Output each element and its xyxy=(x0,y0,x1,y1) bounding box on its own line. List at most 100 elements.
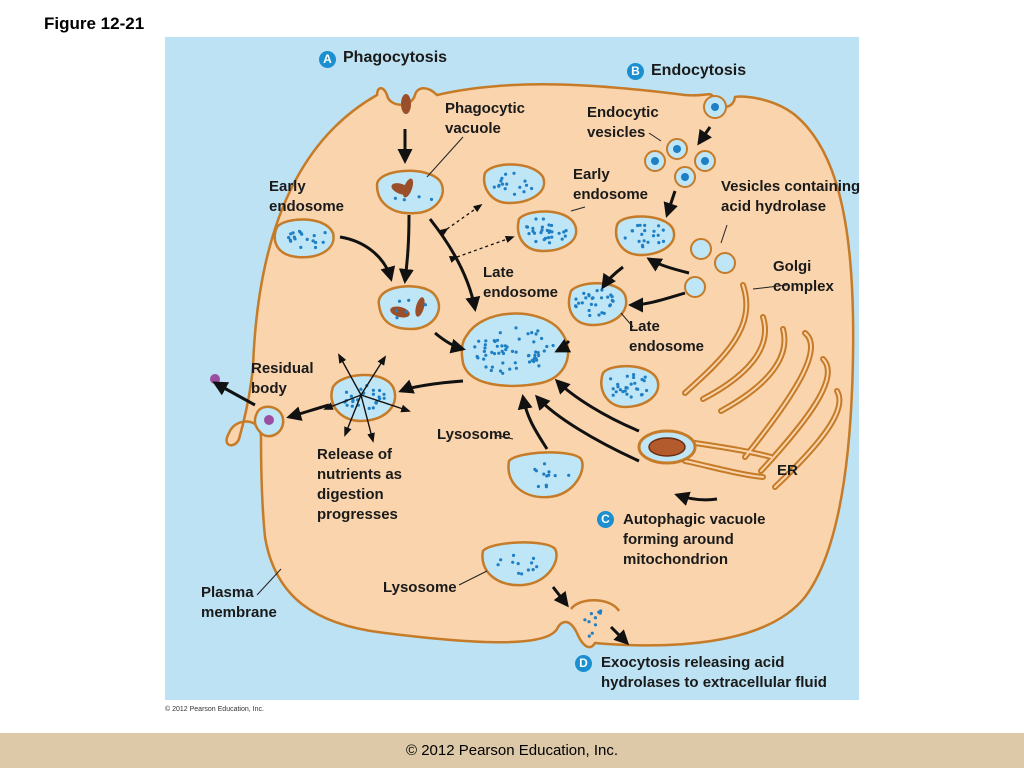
enzyme-dot xyxy=(490,350,494,354)
enzyme-dot xyxy=(564,229,568,233)
enzyme-dot xyxy=(534,217,538,221)
enzyme-dot xyxy=(475,354,479,359)
badge-d: D xyxy=(575,655,592,672)
autophagic-vacuole-label: Autophagic vacuole forming around mitoch… xyxy=(623,511,766,568)
enzyme-dot xyxy=(543,236,548,240)
mitochondrion xyxy=(648,437,686,457)
footer-copyright: © 2012 Pearson Education, Inc. xyxy=(405,742,619,759)
enzyme-dot xyxy=(545,228,549,232)
enzyme-dot xyxy=(531,556,536,561)
enzyme-dot xyxy=(616,385,620,389)
enzyme-dot xyxy=(512,171,516,175)
endocytosis-title: Endocytosis xyxy=(651,62,747,79)
enzyme-dot xyxy=(535,565,539,569)
er-lumen xyxy=(684,332,841,488)
enzyme-dot xyxy=(344,390,349,394)
enzyme-dot xyxy=(500,182,505,186)
enzyme-dot xyxy=(423,303,427,307)
enzyme-dot xyxy=(489,368,493,373)
enzyme-dot xyxy=(536,484,540,489)
enzyme-dot xyxy=(633,381,637,385)
enzyme-dot xyxy=(522,190,526,194)
enzyme-dot xyxy=(560,237,564,241)
late-endosome-lower xyxy=(600,364,660,409)
enzyme-dot xyxy=(289,232,293,236)
enzyme-dot xyxy=(657,224,661,228)
enzyme-dot xyxy=(508,367,512,371)
enzyme-dot xyxy=(536,329,540,333)
enzyme-dot xyxy=(541,217,545,221)
enzyme-dot xyxy=(516,562,520,566)
enzyme-dot xyxy=(530,561,534,565)
enzyme-dot xyxy=(492,339,496,343)
bacterium xyxy=(390,306,410,318)
enzyme-dot xyxy=(359,387,363,391)
residual-body-label: Residual body xyxy=(251,360,314,397)
enzyme-dot xyxy=(484,339,488,343)
enzyme-dot xyxy=(350,404,354,408)
secondary-lysosome xyxy=(460,312,570,388)
enzyme-dot xyxy=(511,560,515,564)
lysosome-pathways-diagram xyxy=(210,83,855,649)
enzyme-dot xyxy=(583,618,587,622)
enzyme-dot xyxy=(540,336,544,341)
bacterium xyxy=(415,297,425,317)
enzyme-dot xyxy=(514,366,518,370)
enzyme-dot xyxy=(567,473,571,477)
enzyme-dot xyxy=(429,197,434,201)
enzyme-dot xyxy=(531,358,535,362)
enzyme-dot xyxy=(351,399,355,404)
enzyme-dot xyxy=(625,392,629,396)
enzyme-dot xyxy=(616,382,620,386)
enzyme-dot xyxy=(602,311,606,315)
enzyme-dot xyxy=(512,192,517,196)
enzyme-dot xyxy=(378,397,382,401)
enzyme-dot xyxy=(582,291,586,295)
enzyme-dot xyxy=(514,326,518,330)
enzyme-dot xyxy=(371,388,375,392)
enzyme-dot xyxy=(589,612,593,616)
enzyme-dot xyxy=(611,393,615,397)
enzyme-dot xyxy=(534,239,538,244)
enzyme-dot xyxy=(321,240,325,244)
enzyme-dot xyxy=(393,196,397,200)
coat-centers xyxy=(651,103,719,181)
early-endosome-left xyxy=(273,218,335,259)
enzyme-dot xyxy=(501,371,505,375)
enzyme-dot xyxy=(574,304,578,308)
early-endosome-mid xyxy=(482,163,546,205)
enzyme-dot xyxy=(546,236,551,240)
enzyme-dot xyxy=(597,313,601,317)
enzyme-dot xyxy=(291,231,295,235)
enzyme-dot xyxy=(505,182,509,186)
enzyme-dot xyxy=(482,349,486,353)
enzyme-dot xyxy=(587,308,591,313)
enzyme-dot xyxy=(498,369,503,373)
enzyme-dot xyxy=(589,302,593,306)
enzyme-dot xyxy=(513,361,517,365)
enzyme-dot xyxy=(643,223,647,227)
enzyme-dot xyxy=(297,229,302,233)
enzyme-dot xyxy=(656,233,660,237)
enzyme-dot xyxy=(531,568,535,572)
phagocytic-vacuole-label: Phagocytic vacuole xyxy=(445,100,526,137)
enzyme-dot xyxy=(504,172,508,176)
enzyme-dot xyxy=(623,389,627,393)
dashed-exchange-arrows xyxy=(438,203,515,263)
lysosome-upper xyxy=(507,451,584,499)
badge-b: B xyxy=(627,63,644,80)
enzyme-dot xyxy=(547,473,551,477)
late-endosome-mid-label: Late endosome xyxy=(483,264,559,301)
enzyme-dot xyxy=(632,373,636,377)
enzyme-dot xyxy=(641,245,645,249)
enzyme-dot xyxy=(591,296,595,300)
enzyme-dot xyxy=(600,288,604,292)
enzyme-dot xyxy=(536,351,540,355)
early-endosome-left-label: Early endosome xyxy=(269,178,345,215)
late-endosome-right-label: Late endosome xyxy=(629,318,705,355)
enzyme-dot xyxy=(311,239,315,243)
enzyme-dot xyxy=(608,303,612,307)
enzyme-dot xyxy=(505,345,509,349)
enzyme-dot xyxy=(539,231,543,235)
enzyme-dot xyxy=(547,223,551,227)
